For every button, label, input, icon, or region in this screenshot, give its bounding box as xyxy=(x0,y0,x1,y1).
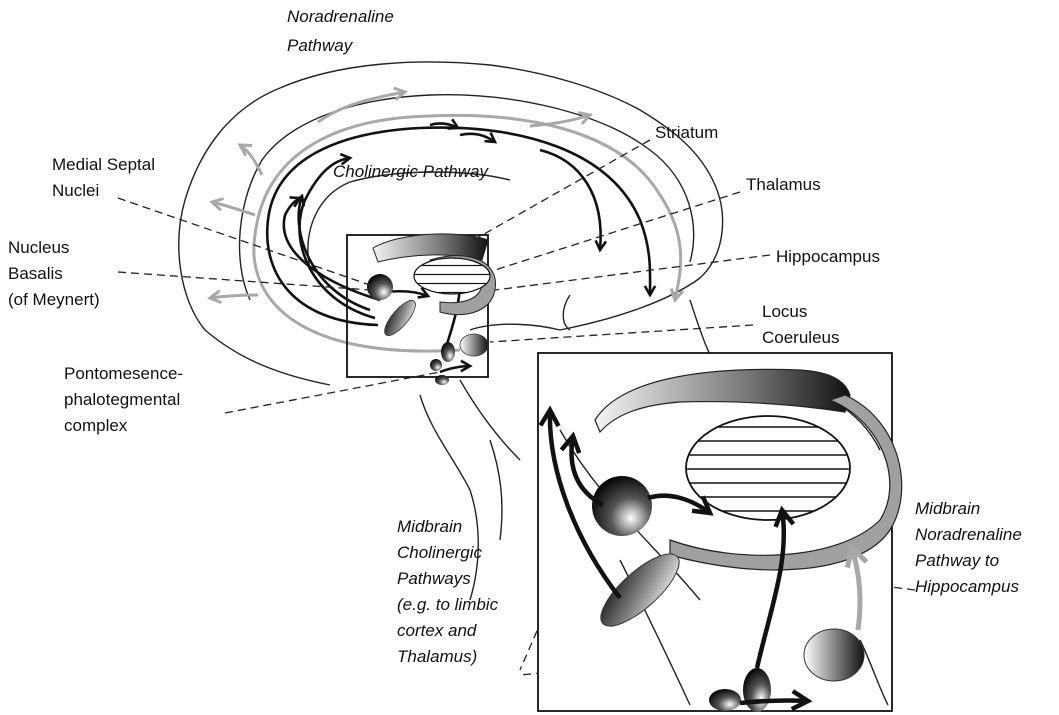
ppt-sphere-2 xyxy=(430,359,442,371)
label-cholinergic-pathway: Cholinergic Pathway xyxy=(333,162,489,181)
label-striatum: Striatum xyxy=(655,123,718,142)
thalamus-shape xyxy=(414,258,490,294)
nucleus-basalis-sphere xyxy=(367,274,393,300)
label-thalamus: Thalamus xyxy=(746,175,821,194)
ppt-sphere-1 xyxy=(441,342,455,362)
label-noradrenaline-pathway: Noradrenaline Pathway xyxy=(287,7,399,55)
inset-locus-coeruleus xyxy=(804,629,864,681)
inset-ppt-1 xyxy=(743,668,771,712)
label-locus-coeruleus: Locus Coeruleus xyxy=(762,302,840,347)
label-midbrain-noradrenaline: Midbrain Noradrenaline Pathway to Hippoc… xyxy=(915,499,1027,596)
medial-septal-oval xyxy=(380,296,421,340)
label-pontomesencephalotegmental: Pontomesence- phalotegmental complex xyxy=(64,364,188,435)
label-medial-septal-nuclei: Medial Septal Nuclei xyxy=(52,155,160,200)
label-nucleus-basalis: Nucleus Basalis (of Meynert) xyxy=(8,238,100,309)
inset-ppt-2 xyxy=(709,689,741,711)
ppt-sphere-3 xyxy=(435,375,449,385)
inset-thalamus xyxy=(686,416,850,520)
zoom-inset xyxy=(538,353,902,712)
label-hippocampus: Hippocampus xyxy=(776,247,880,266)
inset-arrow-ppt-right xyxy=(740,700,808,703)
label-midbrain-cholinergic: Midbrain Cholinergic Pathways (e.g. to l… xyxy=(397,517,503,666)
locus-coeruleus-shape xyxy=(460,334,488,356)
